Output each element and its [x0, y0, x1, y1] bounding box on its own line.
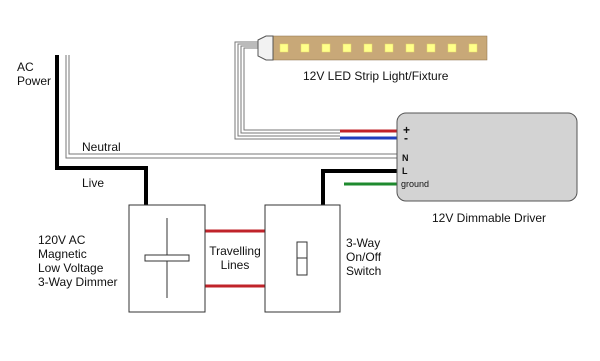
- led-chip: [321, 43, 331, 53]
- switch-label-line2: On/Off: [346, 250, 382, 264]
- switch-box: [264, 204, 341, 313]
- led-chip: [468, 43, 478, 53]
- led-chip: [405, 43, 415, 53]
- dimmer-label-line4: 3-Way Dimmer: [38, 275, 118, 289]
- dimmer-slider-knob: [144, 254, 190, 262]
- dimmable-driver: + - N L ground: [396, 112, 578, 202]
- driver-n-label: N: [402, 153, 409, 163]
- dimmer-label-line3: Low Voltage: [38, 261, 104, 275]
- led-strip-wires: [234, 41, 340, 140]
- led-chip: [384, 43, 394, 53]
- neutral-wire: [65, 55, 399, 159]
- led-chip: [447, 43, 457, 53]
- travelling-label-line1: Travelling: [209, 244, 261, 258]
- live-label: Live: [82, 176, 104, 190]
- travelling-label-line2: Lines: [221, 258, 250, 272]
- led-chip: [300, 43, 310, 53]
- driver-name-label: 12V Dimmable Driver: [432, 211, 546, 225]
- ac-power-label-line1: AC: [17, 60, 34, 74]
- led-dots: [279, 43, 478, 53]
- dimmer-box: [128, 204, 206, 313]
- led-chip: [426, 43, 436, 53]
- led-strip: [257, 35, 488, 61]
- dimmer-label-line2: Magnetic: [38, 247, 87, 261]
- switch-label-line1: 3-Way: [346, 236, 380, 250]
- led-chip: [363, 43, 373, 53]
- driver-ground-label: ground: [401, 179, 429, 189]
- neutral-label: Neutral: [82, 140, 121, 154]
- led-chip: [279, 43, 289, 53]
- live-wire: [55, 55, 148, 205]
- driver-plus-label: +: [403, 123, 410, 137]
- dimmer-label-line1: 120V AC: [38, 233, 86, 247]
- switch-to-driver-wire: [321, 169, 399, 205]
- switch-label-line3: Switch: [346, 264, 381, 278]
- led-strip-label: 12V LED Strip Light/Fixture: [303, 69, 449, 83]
- ac-power-label-line2: Power: [17, 74, 51, 88]
- strip-connector: [257, 35, 274, 61]
- led-chip: [342, 43, 352, 53]
- driver-l-label: L: [402, 166, 408, 176]
- driver-minus-label: -: [404, 131, 408, 145]
